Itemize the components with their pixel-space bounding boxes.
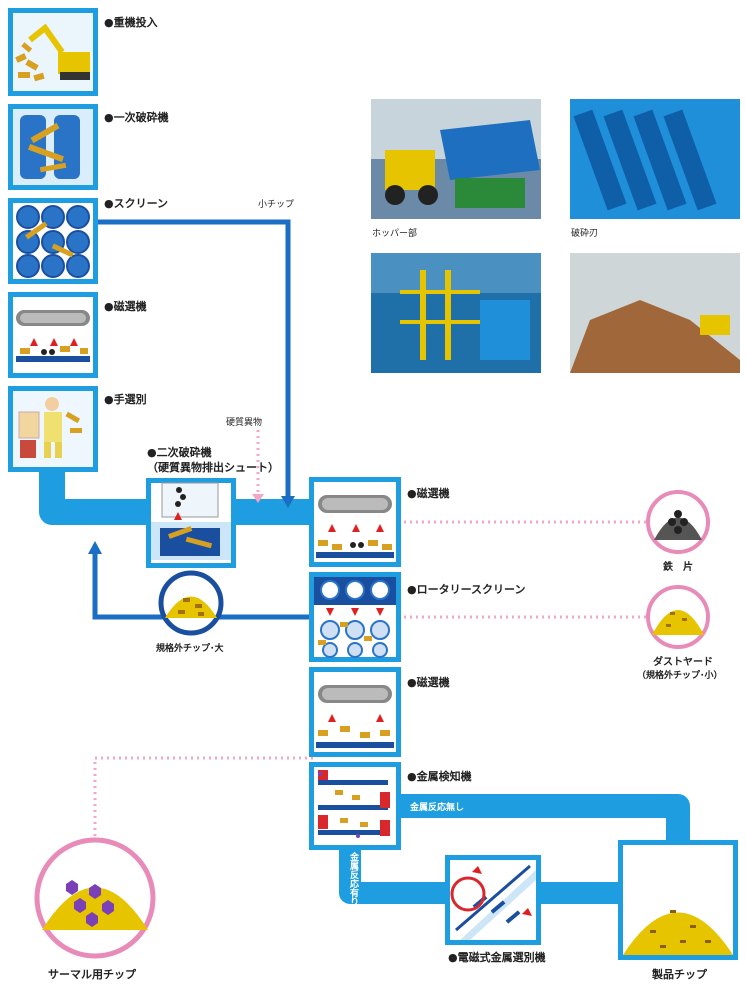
label-dust-yard: ダストヤード bbox=[653, 655, 713, 668]
arrow-small-chip bbox=[281, 496, 295, 508]
label-product-chip: 製品チップ bbox=[651, 967, 708, 981]
product-chip-output bbox=[618, 840, 738, 960]
label-magnet-2: ●磁選機 bbox=[407, 486, 450, 500]
line-thermal bbox=[93, 756, 313, 842]
label-iron: 鉄 片 bbox=[663, 560, 693, 573]
iron-output bbox=[646, 490, 710, 554]
pipe-metal-present bbox=[339, 845, 450, 904]
label-hard-foreign: 硬質異物 bbox=[226, 416, 262, 428]
excavator-icon bbox=[58, 52, 90, 74]
flow-pipes bbox=[39, 470, 690, 904]
label-magnet-3: ●磁選機 bbox=[407, 675, 450, 689]
labels: ●重機投入 ●一次破砕機 ●スクリーン ●磁選機 ●手選別 ●二次破砕機 （硬質… bbox=[48, 15, 723, 981]
dust-yard-output bbox=[646, 585, 710, 649]
label-secondary-crusher: ●二次破砕機 bbox=[147, 445, 212, 459]
pipe-small-chip bbox=[97, 219, 291, 500]
em-separator bbox=[445, 855, 541, 945]
oversize-chip-circle bbox=[158, 570, 224, 636]
label-heavy-input: ●重機投入 bbox=[104, 15, 158, 29]
label-hand-sort: ●手選別 bbox=[104, 392, 147, 406]
label-em-separator: ●電磁式金属選別機 bbox=[448, 950, 546, 964]
photo-hopper bbox=[371, 99, 541, 219]
label-thermal-chip: サーマル用チップ bbox=[48, 967, 137, 981]
right-machine-column bbox=[309, 477, 401, 850]
arrow-hard-foreign bbox=[252, 494, 264, 503]
label-secondary-crusher-sub: （硬質異物排出シュート） bbox=[147, 460, 279, 474]
secondary-crusher bbox=[146, 478, 236, 568]
label-small-chip: 小チップ bbox=[258, 199, 294, 210]
label-magnet-1: ●磁選機 bbox=[104, 299, 147, 313]
label-primary-crusher: ●一次破砕機 bbox=[104, 110, 169, 124]
pipe-no-metal bbox=[398, 794, 690, 845]
label-photo-blade: 破砕刃 bbox=[571, 227, 598, 239]
photo-plant bbox=[371, 253, 541, 373]
label-metal-detector: ●金属検知機 bbox=[407, 769, 472, 783]
label-no-metal: 金属反応無し bbox=[409, 801, 464, 813]
arrow-oversize-return bbox=[88, 541, 102, 554]
label-photo-hopper: ホッパー部 bbox=[372, 227, 417, 239]
left-machine-column bbox=[8, 8, 98, 472]
thermal-chip-output bbox=[34, 837, 156, 959]
label-screen: ●スクリーン bbox=[104, 197, 168, 210]
label-dust-yard-sub: （規格外チップ･小） bbox=[637, 669, 723, 681]
photo-blade bbox=[570, 99, 740, 219]
pipe-hand-to-secondary bbox=[39, 470, 150, 525]
worker-icon bbox=[44, 412, 62, 442]
pipe-oversize-return bbox=[92, 550, 312, 620]
label-rotary-screen: ●ロータリースクリーン bbox=[407, 583, 526, 596]
label-metal-present: 金属反応有り bbox=[348, 851, 360, 906]
reject-lines bbox=[93, 430, 648, 842]
photo-yard bbox=[570, 253, 740, 373]
label-oversize-large: 規格外チップ･大 bbox=[156, 642, 224, 654]
